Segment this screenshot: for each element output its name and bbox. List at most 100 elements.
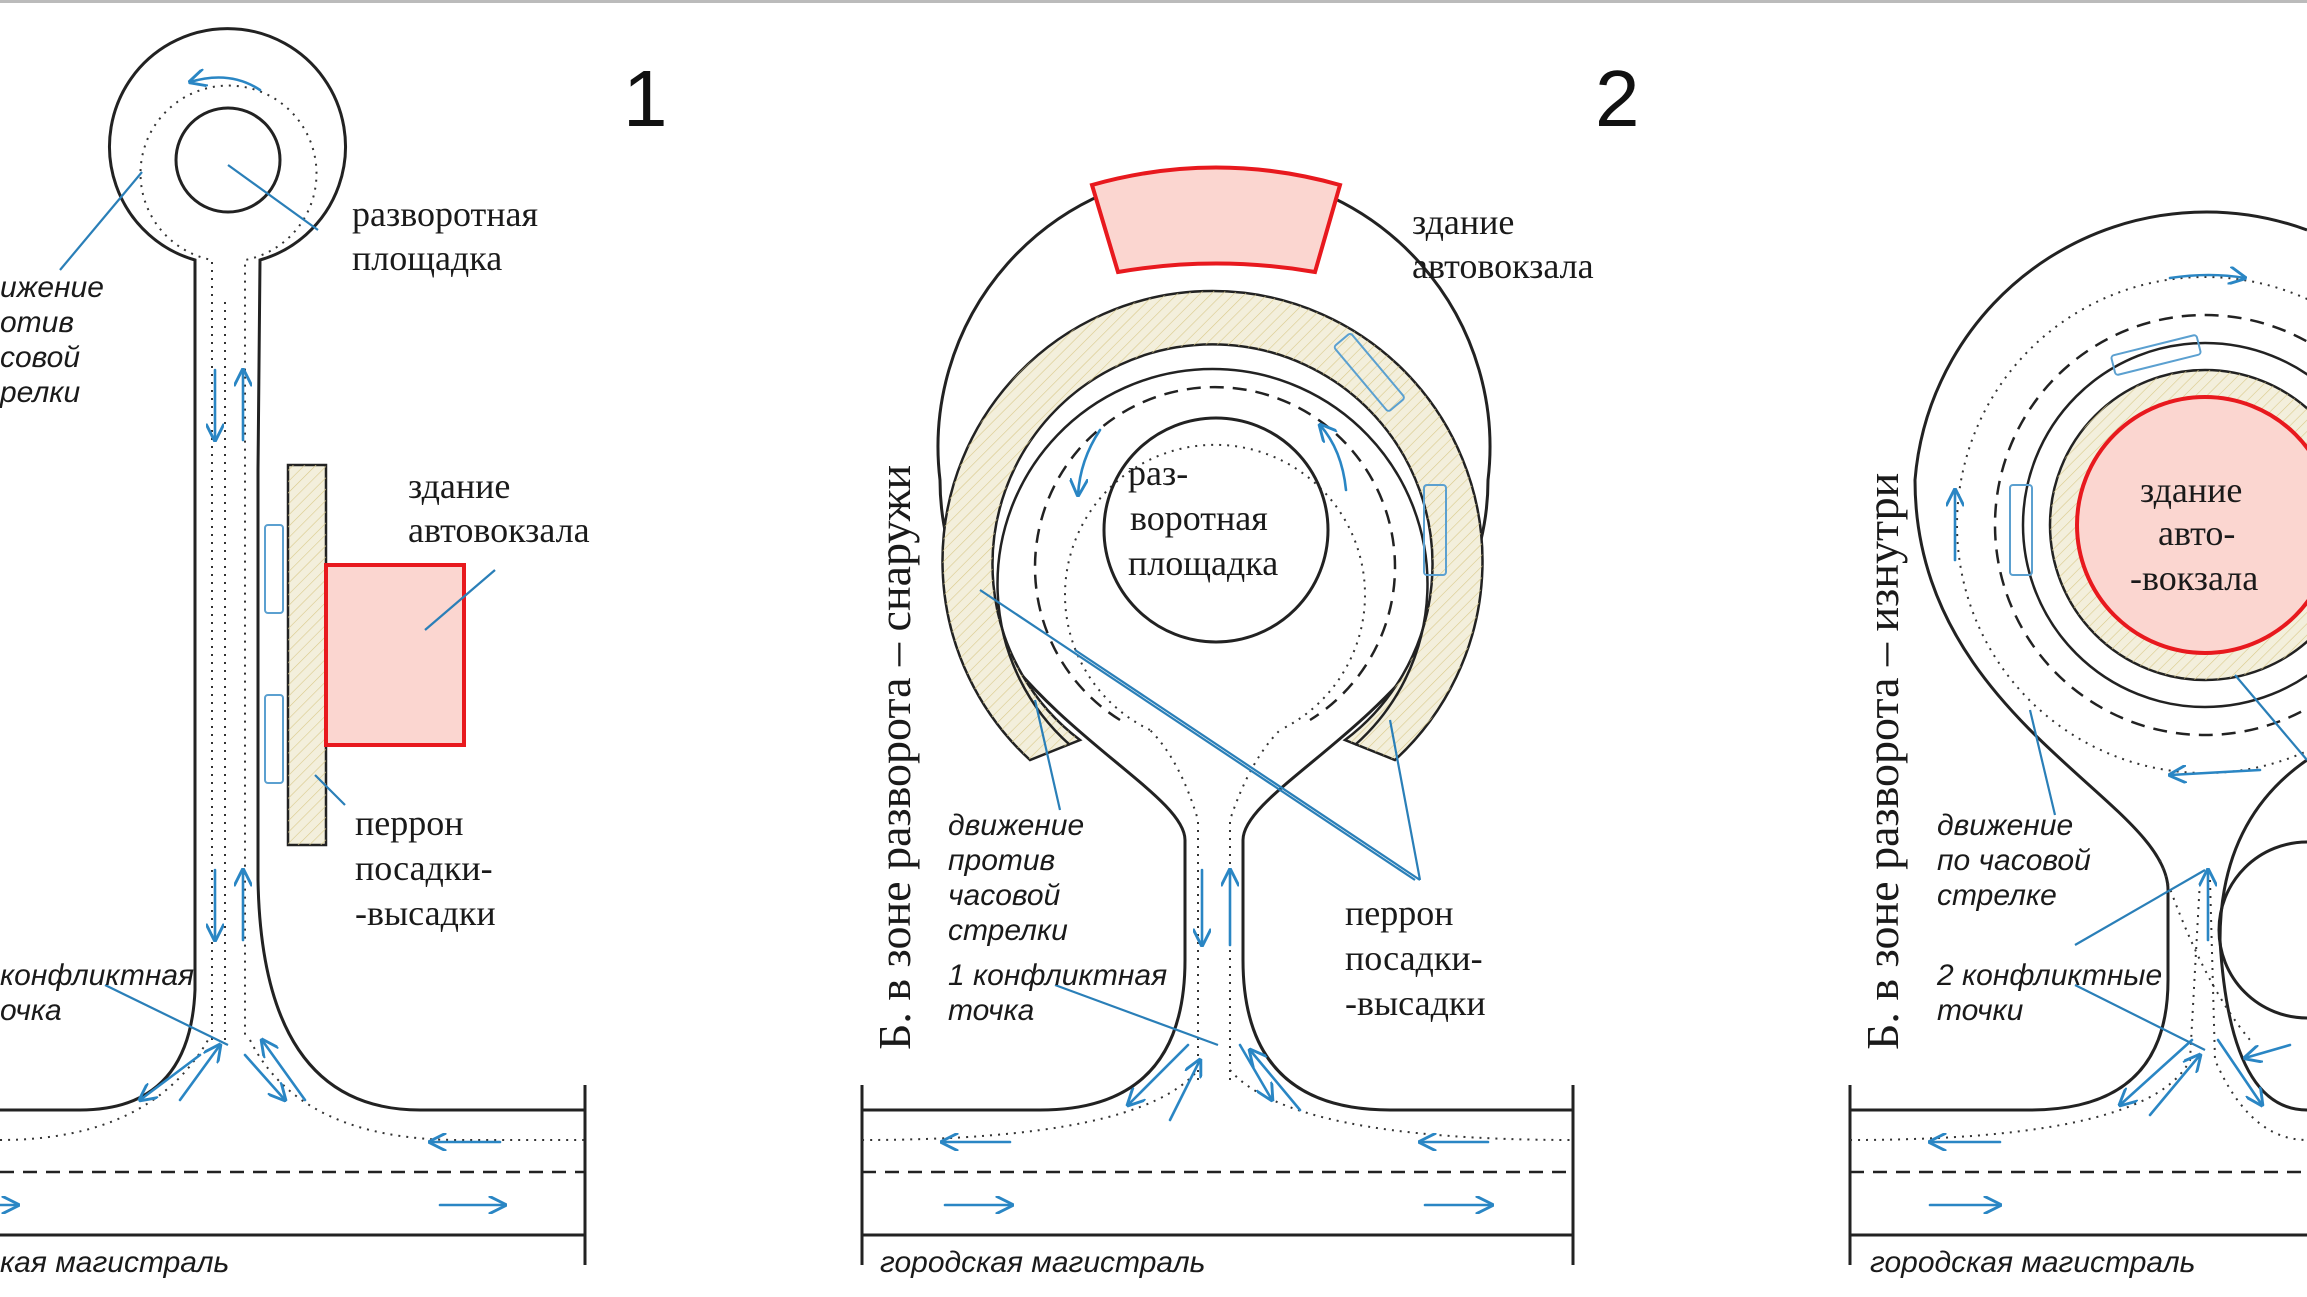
panel2-bus-2 — [1423, 484, 1447, 576]
panel3-arrow-out-right — [2216, 1038, 2262, 1105]
panel2-inner-ring — [996, 367, 1429, 746]
panel3-vertical-title: Б. в зоне разворота – изнутри — [1857, 473, 1908, 1050]
panel1-arrow-top — [190, 78, 262, 92]
top-border — [0, 0, 2307, 3]
panel2-movement-label-2: против — [948, 844, 1055, 877]
panel2-vertical-title: Б. в зоне разворота – снаружи — [869, 465, 920, 1050]
panel3-bus-2 — [2009, 484, 2033, 576]
panel3-stem-mix — [2159, 859, 2251, 1041]
panel2-platform-label-2: посадки- — [1345, 938, 1483, 978]
panel2-arrow-in-left — [1168, 1060, 1200, 1122]
panel1-leader-turnaround — [227, 164, 319, 231]
panel3-road-right-curve — [2218, 758, 2307, 1112]
panel3-ring-lane — [1993, 313, 2307, 737]
panel3-leader-conflict-2 — [2074, 984, 2206, 1051]
panel2-movement-label-4: стрелки — [948, 914, 1068, 947]
panel2-arrow-in-right — [1250, 1050, 1302, 1112]
panel3-bus-1 — [2110, 334, 2202, 376]
panel1-platform-label-3: -высадки — [355, 893, 496, 933]
panel3-movement-label-1: движение — [1937, 809, 2073, 842]
panel2-leader-platform-right — [1388, 719, 1422, 881]
panel1-building-label-2: автовокзала — [408, 510, 590, 550]
panel1-lane-left — [139, 84, 318, 1040]
panel2-movement-label-3: часовой — [948, 879, 1061, 912]
panel1-number: 1 — [623, 54, 668, 143]
panel1-turnaround-center — [174, 106, 282, 214]
panel2-road-label: городская магистраль — [880, 1246, 1205, 1279]
panel2-arrow-ring-left — [1078, 428, 1102, 495]
panel3-conflict-label-2: точки — [1937, 994, 2024, 1027]
panel1-leader-conflict — [104, 984, 229, 1046]
panel1-bus-1 — [264, 524, 284, 614]
panel2-conflict-label-2: точка — [948, 994, 1034, 1027]
panel1-road-label: кая магистраль — [0, 1246, 229, 1279]
panel3-building-label-1: здание — [2140, 470, 2242, 510]
panel2-arrow-out-left — [1128, 1043, 1190, 1105]
panel1-arrow-into-2 — [262, 1040, 307, 1102]
panel3-road-label: городская магистраль — [1870, 1246, 2195, 1279]
panel1-movement-label-2: отив — [0, 306, 74, 339]
panel3-station-building — [2075, 395, 2307, 655]
panel1-building-label-1: здание — [408, 466, 510, 506]
panel-2: 2 Б. в зоне разворота – снаружи здание а… — [860, 54, 1640, 1279]
panel1-conflict-label-2: очка — [0, 994, 62, 1027]
panel1-turnaround-label-1: разворотная — [352, 194, 538, 234]
panel2-building-label-2: автовокзала — [1412, 246, 1594, 286]
panel1-movement-label-4: релки — [0, 376, 80, 409]
panel1-arrow-left-bottom — [140, 1053, 202, 1100]
panel1-conflict-label-1: конфликтная — [0, 959, 194, 992]
panel3-arrow-out-left — [2120, 1038, 2194, 1105]
panel1-arrow-right-bottom — [243, 1053, 285, 1100]
panel3-arrow-in-left — [2148, 1055, 2200, 1117]
panel1-station-building — [324, 563, 466, 747]
panel1-road-contour — [0, 27, 585, 1112]
panel3-leader-building — [2234, 674, 2307, 761]
panel-3: Б. в зоне разворота – изнутри здание авт… — [1848, 210, 2307, 1279]
panel3-movement-label-3: стрелке — [1937, 879, 2057, 912]
panel3-leader-conflict-1 — [2074, 869, 2206, 946]
panel1-platform-label-2: посадки- — [355, 848, 493, 888]
panel1-leader-movement — [59, 171, 143, 271]
panel2-building-label-1: здание — [1412, 202, 1514, 242]
panel2-turnaround-label-3: площадка — [1128, 543, 1278, 583]
panel1-leader-platform — [314, 774, 346, 806]
panel3-ring-dot-outer — [1956, 276, 2307, 774]
panel3-arrow-in-right — [2245, 1043, 2292, 1058]
panel2-platform-label-3: -высадки — [1345, 983, 1486, 1023]
panel2-bus-1 — [1333, 332, 1405, 412]
panel3-arrow-ring-bottom — [2170, 770, 2262, 775]
panel2-turnaround-label-1: раз- — [1128, 453, 1188, 493]
panel2-turnaround-center — [1102, 416, 1330, 644]
panel2-turnaround-label-2: воротная — [1130, 498, 1268, 538]
panel1-movement-label-3: совой — [0, 341, 80, 374]
panel1-arrow-into-1 — [178, 1045, 220, 1102]
panel2-platform-ring-hatch — [942, 291, 1483, 760]
panel2-leader-movement — [1033, 699, 1062, 811]
panel3-road-contour — [1850, 210, 2307, 1112]
panel3-movement-label-2: по часовой — [1937, 844, 2091, 877]
panel1-lane-curve-l — [0, 1039, 209, 1141]
panel2-arrow-out-right — [1238, 1043, 1272, 1100]
panel2-stem-lane-r — [1229, 729, 1281, 1080]
panel1-platform-hatch — [288, 465, 326, 845]
panel2-arrow-ring-right — [1320, 425, 1348, 492]
panel2-leader-conflict — [1054, 983, 1219, 1047]
panel1-leader-building — [424, 569, 496, 631]
panel1-movement-label-1: ижение — [0, 271, 104, 304]
panel2-number: 2 — [1595, 54, 1640, 143]
panel2-leader-platform-left — [979, 589, 1416, 881]
panel3-ring-inner-edge — [2021, 341, 2307, 709]
panel-1: 1 разворотная площадка здание автовокзал… — [0, 27, 668, 1279]
panel2-curve-r — [1229, 1069, 1574, 1141]
panel3-secondary-circle — [2217, 840, 2307, 1020]
panel3-conflict-label-1: 2 конфликтные — [1936, 959, 2162, 992]
panel2-curve-l — [861, 1069, 1199, 1141]
panel3-arrow-ring-top — [2168, 275, 2245, 278]
panel2-conflict-label-1: 1 конфликтная — [948, 959, 1167, 992]
panel2-movement-label-1: движение — [948, 809, 1084, 842]
panel1-lane-curve-r — [249, 1039, 585, 1141]
panel1-platform-label-1: перрон — [355, 803, 464, 843]
panel1-turnaround-label-2: площадка — [352, 238, 502, 278]
panel2-station-building — [1089, 165, 1343, 275]
